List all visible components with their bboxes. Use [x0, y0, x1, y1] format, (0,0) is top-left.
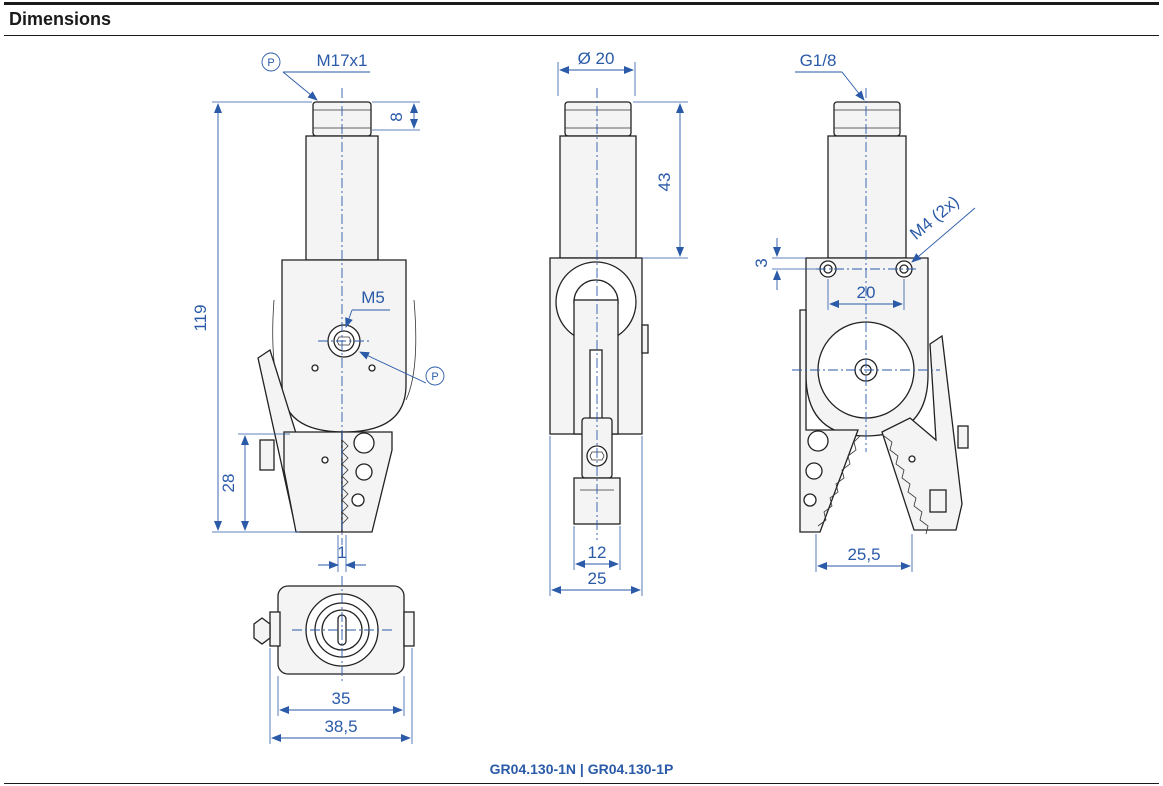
- dim-28: 28: [219, 474, 238, 493]
- bottom-tab-left: [269, 611, 281, 647]
- dim-8: 8: [387, 112, 406, 121]
- dim-35: 35: [332, 689, 351, 708]
- jaw-left: [283, 431, 343, 533]
- bottom-rule: [4, 783, 1159, 784]
- dim-m4-2x: M4 (2x): [906, 192, 962, 244]
- dim-43: 43: [655, 173, 674, 192]
- back-view: [792, 88, 969, 535]
- side-view-dimensions: Ø 20 43 12 25: [549, 49, 688, 596]
- dim-119: 119: [191, 304, 210, 331]
- dim-1: 1: [337, 543, 346, 562]
- bottom-view: [253, 576, 415, 684]
- dim-12: 12: [588, 543, 607, 562]
- header-rule: [4, 35, 1159, 36]
- bottom-view-dimensions: 35 38,5: [269, 648, 413, 744]
- side-view: [549, 88, 649, 540]
- side-shank: [559, 135, 637, 259]
- dim-m5: M5: [361, 288, 385, 307]
- svg-text:P: P: [431, 371, 438, 383]
- dim-25-5: 25,5: [847, 545, 880, 564]
- side-rod: [589, 349, 603, 421]
- dim-38-5: 38,5: [324, 717, 357, 736]
- dim-25: 25: [588, 569, 607, 588]
- top-rule: [4, 2, 1159, 5]
- dim-3: 3: [752, 258, 771, 267]
- front-view-dimensions: 119 28 8 M17x1 P M5 P 1: [191, 51, 445, 572]
- side-thread-nut: [564, 101, 632, 137]
- p-marker-top: [261, 52, 281, 72]
- p-marker-side: [425, 366, 445, 386]
- back-shank: [827, 135, 907, 259]
- dim-20: 20: [857, 283, 876, 302]
- back-jaw-right: [881, 334, 963, 531]
- model-caption: GR04.130-1N | GR04.130-1P: [489, 761, 674, 777]
- section-title: Dimensions: [9, 9, 112, 29]
- back-thread-nut: [833, 101, 901, 137]
- front-view: [257, 88, 417, 545]
- lever-knob: [259, 439, 275, 471]
- bottom-tab-right: [403, 611, 415, 647]
- back-knob: [957, 425, 969, 449]
- dim-m17x1: M17x1: [316, 51, 367, 70]
- dim-g1-8: G1/8: [800, 51, 837, 70]
- dim-dia-20: Ø 20: [578, 49, 615, 68]
- bottom-nut: [253, 617, 271, 645]
- svg-text:P: P: [267, 57, 274, 69]
